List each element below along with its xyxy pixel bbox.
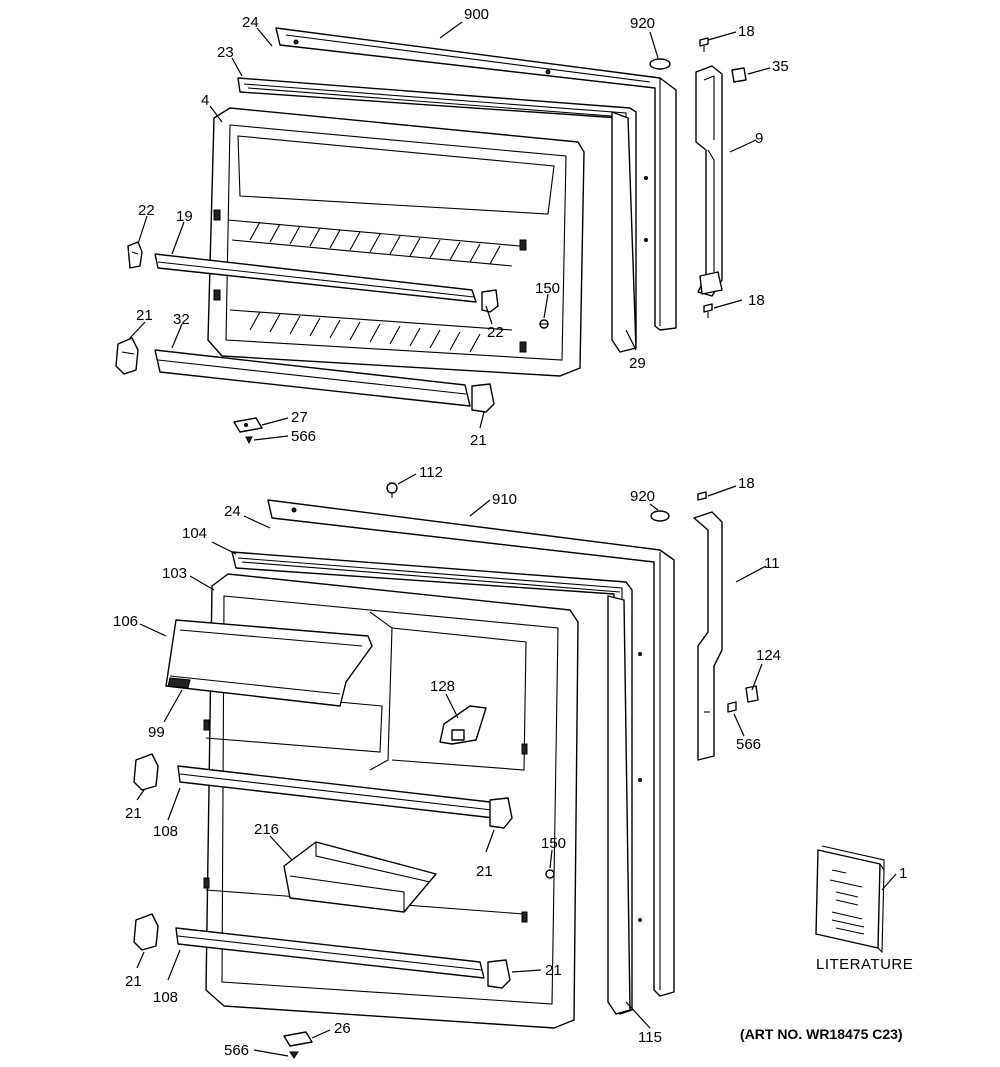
part-910-outer-door <box>267 499 675 997</box>
part-27-plate <box>233 417 263 433</box>
label-128: 128 <box>430 678 455 695</box>
part-566-screw-lower <box>289 1051 299 1059</box>
label-1: 1 <box>899 865 907 882</box>
label-18: 18 <box>738 475 755 492</box>
label-108: 108 <box>153 989 178 1006</box>
label-19: 19 <box>176 208 193 225</box>
label-22: 22 <box>138 202 155 219</box>
label-21: 21 <box>136 307 153 324</box>
part-108-shelf-bar-lower <box>175 927 485 979</box>
part-19-shelf-bar <box>154 253 477 303</box>
part-9-handle <box>695 65 723 297</box>
label-24: 24 <box>224 503 241 520</box>
label-115: 115 <box>638 1029 662 1046</box>
label-32: 32 <box>173 311 190 328</box>
part-18-screw-bottom <box>703 303 713 318</box>
part-22-end-cap-left <box>127 241 143 269</box>
part-900-outer-door <box>275 27 677 331</box>
label-103: 103 <box>162 565 187 582</box>
part-216-bin <box>283 841 437 913</box>
label-18: 18 <box>748 292 765 309</box>
part-labels-top: 24 900 920 18 35 23 4 9 22 19 150 18 22 … <box>136 6 789 449</box>
fresh-food-door-assembly <box>133 482 759 1059</box>
label-566: 566 <box>291 428 316 445</box>
label-920: 920 <box>630 15 655 32</box>
label-21: 21 <box>476 863 493 880</box>
label-216: 216 <box>254 821 279 838</box>
part-21-cap-upper-right <box>489 797 513 829</box>
label-23: 23 <box>217 44 234 61</box>
label-29: 29 <box>629 355 646 372</box>
label-21: 21 <box>470 432 487 449</box>
part-35-pad <box>731 67 747 83</box>
literature-caption: LITERATURE <box>816 956 913 973</box>
label-27: 27 <box>291 409 308 426</box>
part-128-latch <box>439 705 487 745</box>
label-4: 4 <box>201 92 209 109</box>
part-112-screw <box>386 482 398 498</box>
label-112: 112 <box>419 464 443 481</box>
label-910: 910 <box>492 491 517 508</box>
label-26: 26 <box>334 1020 351 1037</box>
part-566-screw <box>245 436 253 445</box>
label-150: 150 <box>535 280 560 297</box>
part-18-screw-top <box>699 37 709 52</box>
part-920-plug-lower <box>650 510 670 522</box>
part-115-gasket <box>607 595 631 1015</box>
part-11-handle <box>693 511 723 761</box>
part-21-cap-upper-left <box>133 753 159 791</box>
freezer-door-assembly <box>115 27 747 445</box>
art-number: (ART NO. WR18475 C23) <box>740 1026 903 1042</box>
label-150: 150 <box>541 835 566 852</box>
part-106-dairy-door <box>165 619 373 707</box>
label-566: 566 <box>224 1042 249 1059</box>
label-104: 104 <box>182 525 207 542</box>
part-21-cap-lower-right <box>487 959 511 989</box>
label-18: 18 <box>738 23 755 40</box>
part-1-literature-booklet <box>815 845 885 954</box>
label-566: 566 <box>736 736 761 753</box>
part-labels-bottom: 112 910 920 18 24 104 103 11 106 124 128… <box>113 464 907 1059</box>
label-11: 11 <box>764 555 780 572</box>
part-18-screw-lower <box>697 491 707 501</box>
part-32-shelf-bar <box>154 349 471 407</box>
part-99-dairy-hinge <box>167 677 191 689</box>
label-99: 99 <box>148 724 165 741</box>
label-35: 35 <box>772 58 789 75</box>
label-22: 22 <box>487 324 504 341</box>
label-900: 900 <box>464 6 489 23</box>
part-29-gasket <box>611 111 637 353</box>
part-21-end-cap-left <box>115 337 139 375</box>
part-150-screw <box>539 319 549 329</box>
label-21: 21 <box>545 962 562 979</box>
part-21-cap-lower-left <box>133 913 159 951</box>
label-920: 920 <box>630 488 655 505</box>
part-21-end-cap-right <box>471 383 495 413</box>
part-26-plate <box>283 1031 313 1047</box>
label-21: 21 <box>125 805 142 822</box>
label-9: 9 <box>755 130 763 147</box>
part-920-plug <box>649 58 671 70</box>
label-106: 106 <box>113 613 138 630</box>
part-4-inner-liner <box>207 107 585 377</box>
label-21: 21 <box>125 973 142 990</box>
label-108: 108 <box>153 823 178 840</box>
part-150-screw-lower <box>545 869 555 879</box>
part-566-screw-handle <box>727 701 737 713</box>
label-24: 24 <box>242 14 259 31</box>
label-124: 124 <box>756 647 781 664</box>
leader-lines <box>129 21 897 1057</box>
